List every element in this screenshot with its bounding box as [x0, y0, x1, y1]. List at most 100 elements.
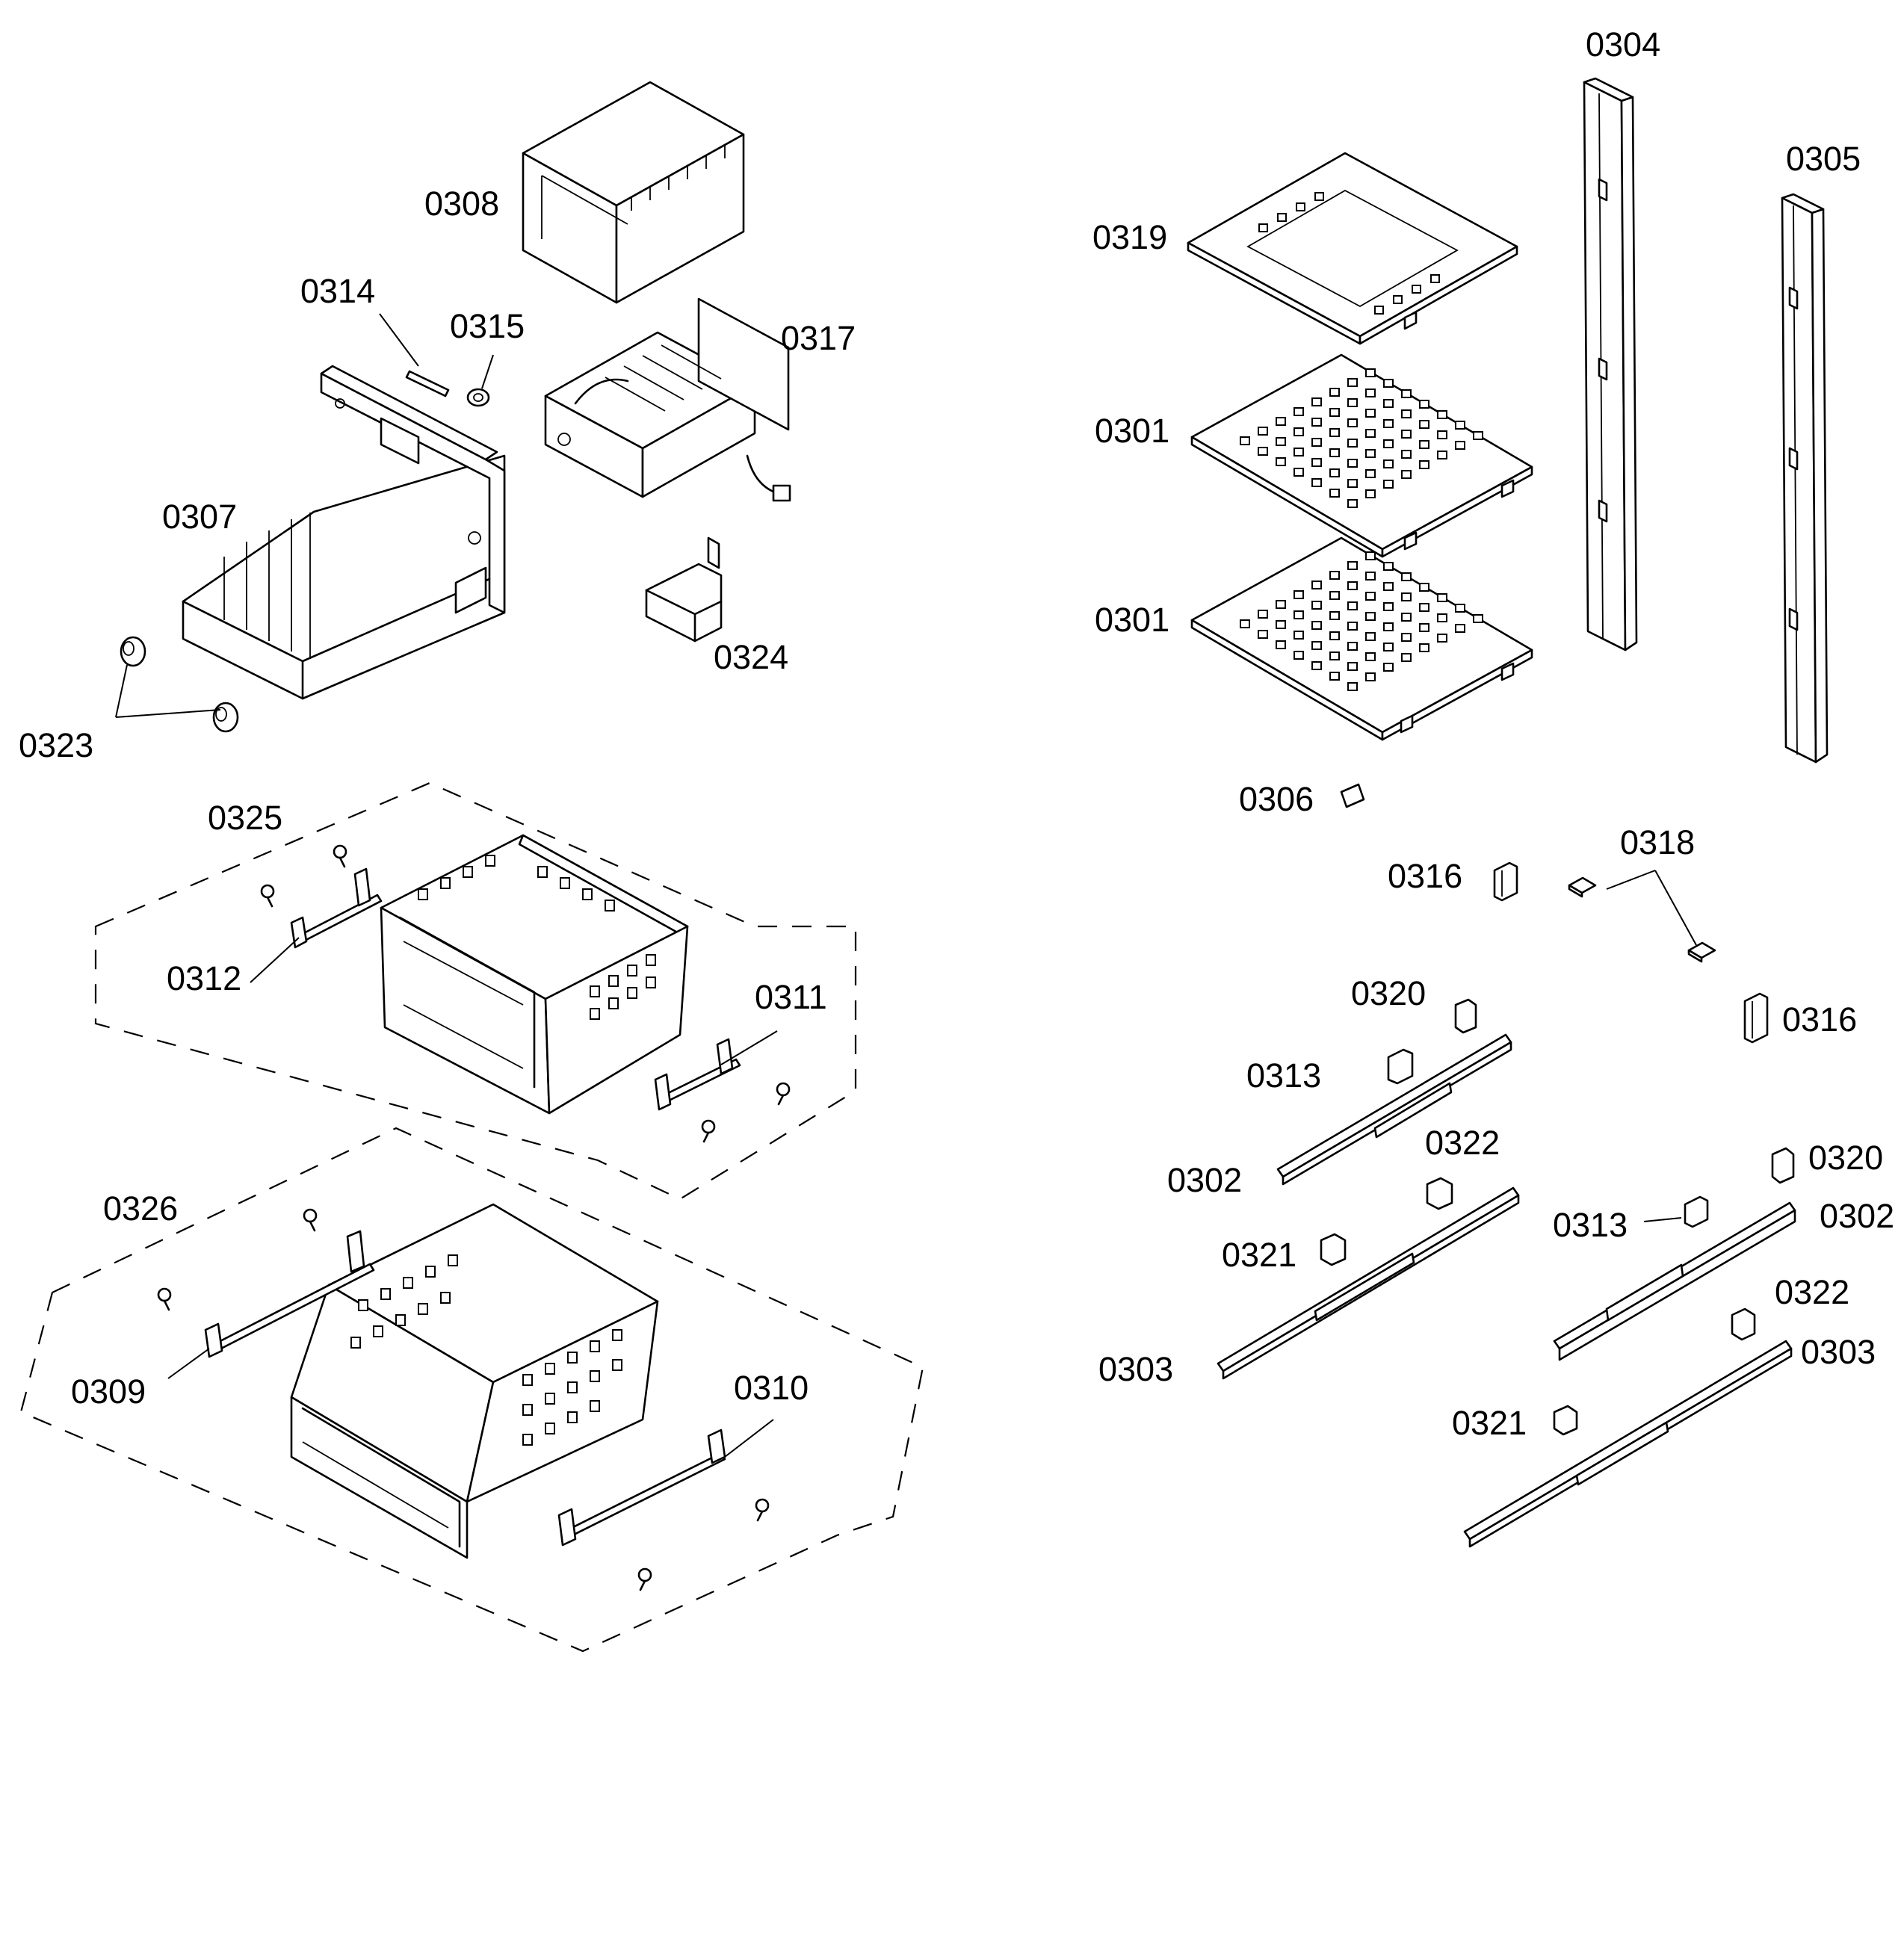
shelf-hole	[1383, 582, 1394, 591]
callout-0316-right: 0316	[1782, 1000, 1857, 1039]
callout-0326: 0326	[103, 1189, 178, 1228]
shelf-hole	[1383, 439, 1394, 448]
part-0302-slide-left	[1276, 1033, 1512, 1186]
shelf-hole	[1473, 614, 1483, 623]
shelf-hole	[1437, 451, 1447, 459]
part-0320-clip-left	[1454, 998, 1477, 1034]
callout-0318: 0318	[1620, 823, 1695, 861]
shelf-hole	[1276, 417, 1286, 426]
shelf-hole	[1347, 418, 1358, 427]
shelf-hole	[1329, 651, 1340, 660]
part-0308-ice-bucket	[522, 81, 745, 304]
shelf-hole	[1419, 400, 1429, 409]
shelf-hole	[1383, 379, 1394, 388]
shelf-hole	[1329, 448, 1340, 457]
part-0318-pads	[1568, 876, 1716, 963]
callout-0325: 0325	[208, 799, 282, 837]
shelf-hole	[1473, 431, 1483, 440]
callout-0317: 0317	[781, 319, 856, 357]
shelf-hole	[1419, 603, 1429, 612]
shelf-hole	[1347, 439, 1358, 448]
shelf-hole	[1419, 583, 1429, 592]
callout-0303-left: 0303	[1098, 1350, 1173, 1388]
part-0322-block-left	[1426, 1177, 1453, 1210]
part-0316-bracket-right	[1743, 992, 1769, 1044]
shelf-hole	[1365, 672, 1376, 681]
shelf-hole	[1311, 641, 1322, 650]
part-0315-ring	[466, 388, 490, 407]
callout-0307: 0307	[162, 498, 237, 536]
shelf-hole	[1311, 621, 1322, 630]
shelf-hole	[1383, 602, 1394, 611]
callout-0301-upper: 0301	[1095, 412, 1169, 450]
part-0314-strip	[405, 370, 450, 397]
shelf-hole	[1329, 408, 1340, 417]
shelf-hole	[1383, 562, 1394, 571]
shelf-hole	[1293, 427, 1304, 436]
shelf-hole	[1455, 624, 1465, 633]
shelf-hole	[1311, 458, 1322, 467]
shelf-hole	[1276, 437, 1286, 446]
shelf-hole	[1311, 581, 1322, 589]
part-0325-upper-drawer-assembly	[94, 781, 857, 1201]
shelf-hole	[1347, 642, 1358, 651]
part-0305-vertical-rail	[1781, 193, 1829, 764]
callout-0321-left: 0321	[1222, 1236, 1296, 1274]
part-0304-vertical-rail	[1583, 77, 1638, 651]
shelf-hole	[1258, 630, 1268, 639]
callout-0319: 0319	[1092, 218, 1167, 256]
shelf-hole	[1383, 663, 1394, 672]
callout-0302-right: 0302	[1820, 1197, 1894, 1235]
shelf-hole	[1311, 418, 1322, 427]
shelf-hole	[1419, 623, 1429, 632]
shelf-hole	[1383, 399, 1394, 408]
shelf-hole	[1365, 632, 1376, 641]
shelf-hole	[1365, 572, 1376, 581]
shelf-hole	[1401, 409, 1412, 418]
callout-0309: 0309	[71, 1372, 146, 1411]
callout-0316-left: 0316	[1388, 857, 1462, 895]
shelf-hole	[1437, 430, 1447, 439]
shelf-hole	[1383, 622, 1394, 631]
shelf-hole	[1455, 604, 1465, 613]
shelf-hole	[1437, 613, 1447, 622]
shelf-hole	[1276, 620, 1286, 629]
shelf-hole	[1311, 478, 1322, 487]
shelf-hole	[1365, 429, 1376, 438]
callout-0313-left: 0313	[1246, 1056, 1321, 1095]
shelf-hole	[1258, 447, 1268, 456]
shelf-hole	[1329, 631, 1340, 640]
leader-lines	[115, 313, 1697, 1458]
shelf-hole	[1383, 459, 1394, 468]
shelf-hole	[1365, 551, 1376, 560]
part-0324-bracket	[645, 536, 723, 643]
callout-0310: 0310	[734, 1369, 809, 1407]
shelf-hole	[1365, 469, 1376, 478]
part-0321-block-right	[1553, 1405, 1578, 1436]
shelf-hole	[1347, 662, 1358, 671]
shelf-hole	[1293, 590, 1304, 599]
callout-0323: 0323	[19, 726, 93, 764]
shelf-hole	[1293, 631, 1304, 640]
shelf-hole	[1401, 653, 1412, 662]
shelf-hole	[1437, 410, 1447, 419]
shelf-hole	[1419, 643, 1429, 652]
shelf-hole	[1401, 592, 1412, 601]
shelf-hole	[1258, 427, 1268, 436]
shelf-hole	[1276, 600, 1286, 609]
shelf-hole	[1365, 409, 1376, 418]
part-0326-lower-drawer-assembly	[19, 1127, 924, 1653]
shelf-hole	[1365, 592, 1376, 601]
callout-0304: 0304	[1586, 25, 1660, 64]
shelf-hole	[1437, 593, 1447, 602]
shelf-hole	[1293, 610, 1304, 619]
shelf-hole	[1311, 661, 1322, 670]
shelf-hole	[1329, 468, 1340, 477]
part-0303-slide-left	[1217, 1186, 1520, 1380]
shelf-hole	[1329, 489, 1340, 498]
shelf-hole	[1347, 499, 1358, 508]
shelf-hole	[1383, 480, 1394, 489]
shelf-hole	[1383, 643, 1394, 651]
shelf-hole	[1401, 633, 1412, 642]
